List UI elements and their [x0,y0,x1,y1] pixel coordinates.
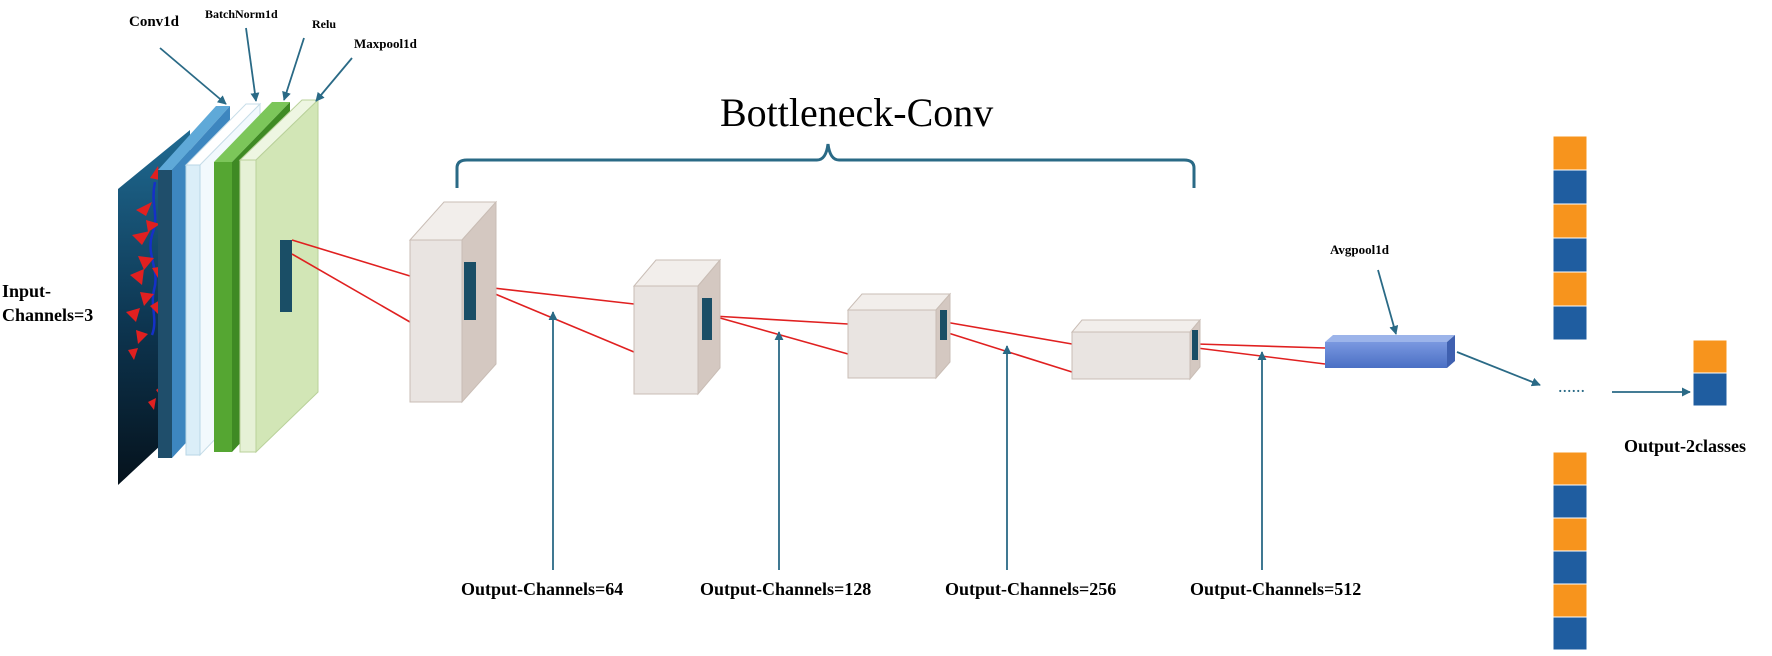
maxpool1d-layer [238,98,320,454]
relu-label: Relu [312,17,336,31]
bottleneck-block-512 [1070,318,1202,381]
conv1d-label: Conv1d [129,14,180,30]
conv1d-arrow [159,47,227,105]
bottleneck-block-64 [408,200,498,404]
kernel-512 [1192,330,1198,360]
avgpool1d-label: Avgpool1d [1330,242,1390,257]
maxpool1d-arrow [315,57,353,102]
input-label-line2: Channels=3 [2,305,93,325]
feature-vector-top [1552,135,1588,341]
kernel-64 [464,262,476,320]
layer-label-arrows [159,27,353,105]
batchnorm1d-label: BatchNorm1d [205,7,278,21]
kernel-256 [940,310,947,340]
bottleneck-block-128 [632,258,722,396]
maxpool-kernel [280,240,292,312]
output-2classes-vector [1692,339,1728,407]
avgpool1d-arrow [1377,269,1399,335]
avgpool-to-features-arrow [1456,351,1541,387]
output-channels-128-label: Output-Channels=128 [700,579,871,599]
relu-arrow [282,37,305,101]
bottleneck-brace [455,143,1196,188]
kernel-128 [702,298,712,340]
feature-vector-bottom [1552,451,1588,651]
maxpool1d-label: Maxpool1d [354,36,418,51]
bottleneck-block-256 [846,292,952,380]
input-label-line1: Input- [2,281,51,301]
output-channels-256-label: Output-Channels=256 [945,579,1116,599]
batchnorm1d-arrow [245,27,260,102]
output-2classes-label: Output-2classes [1624,436,1746,456]
output-channels-512-label: Output-Channels=512 [1190,579,1361,599]
output-channels-64-label: Output-Channels=64 [461,579,623,599]
bottleneck-conv-title: Bottleneck-Conv [720,90,993,135]
features-ellipsis: ...... [1558,376,1585,396]
output-channel-arrows [548,311,1267,570]
avgpool1d-block [1325,335,1455,368]
